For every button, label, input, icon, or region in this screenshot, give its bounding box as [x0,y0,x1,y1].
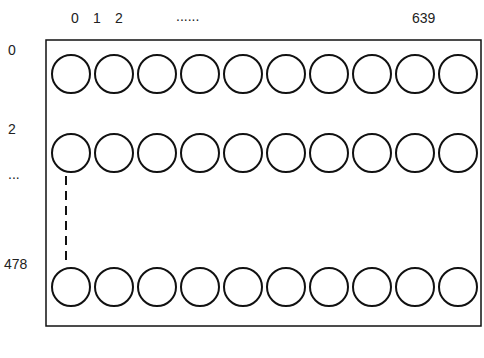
pixel-circle [310,134,348,172]
column-index: 639 [412,10,435,26]
continuation-dash [65,176,67,264]
pixel-circle [138,268,176,306]
pixel-circle [224,134,262,172]
pixel-circle [353,268,391,306]
column-index: 2 [115,10,123,26]
pixel-circle [267,268,305,306]
row-index: 2 [8,121,16,137]
pixel-circle [353,55,391,93]
pixel-circle [439,134,477,172]
row-index: 478 [4,256,27,272]
pixel-circle [396,134,434,172]
pixel-circle [95,268,133,306]
pixel-circle [267,55,305,93]
column-index: 1 [93,10,101,26]
pixel-circle [224,55,262,93]
pixel-circle [181,55,219,93]
pixel-circle [310,268,348,306]
column-index: 0 [71,10,79,26]
row-index: 0 [8,42,16,58]
pixel-circle [396,55,434,93]
pixel-circle [52,134,90,172]
pixel-circle [95,134,133,172]
pixel-circle [138,55,176,93]
row-index: ... [8,166,20,182]
pixel-circle [267,134,305,172]
screen-frame [46,40,481,326]
pixel-circle [95,55,133,93]
pixel-circle [138,134,176,172]
pixel-circle [181,268,219,306]
pixel-circle [439,268,477,306]
pixel-circle [396,268,434,306]
pixel-circle [224,268,262,306]
pixel-circle [439,55,477,93]
pixel-circle [310,55,348,93]
pixel-circle [52,268,90,306]
pixel-circle [353,134,391,172]
column-index: ...... [176,8,199,24]
pixel-circle [52,55,90,93]
pixel-circle [181,134,219,172]
